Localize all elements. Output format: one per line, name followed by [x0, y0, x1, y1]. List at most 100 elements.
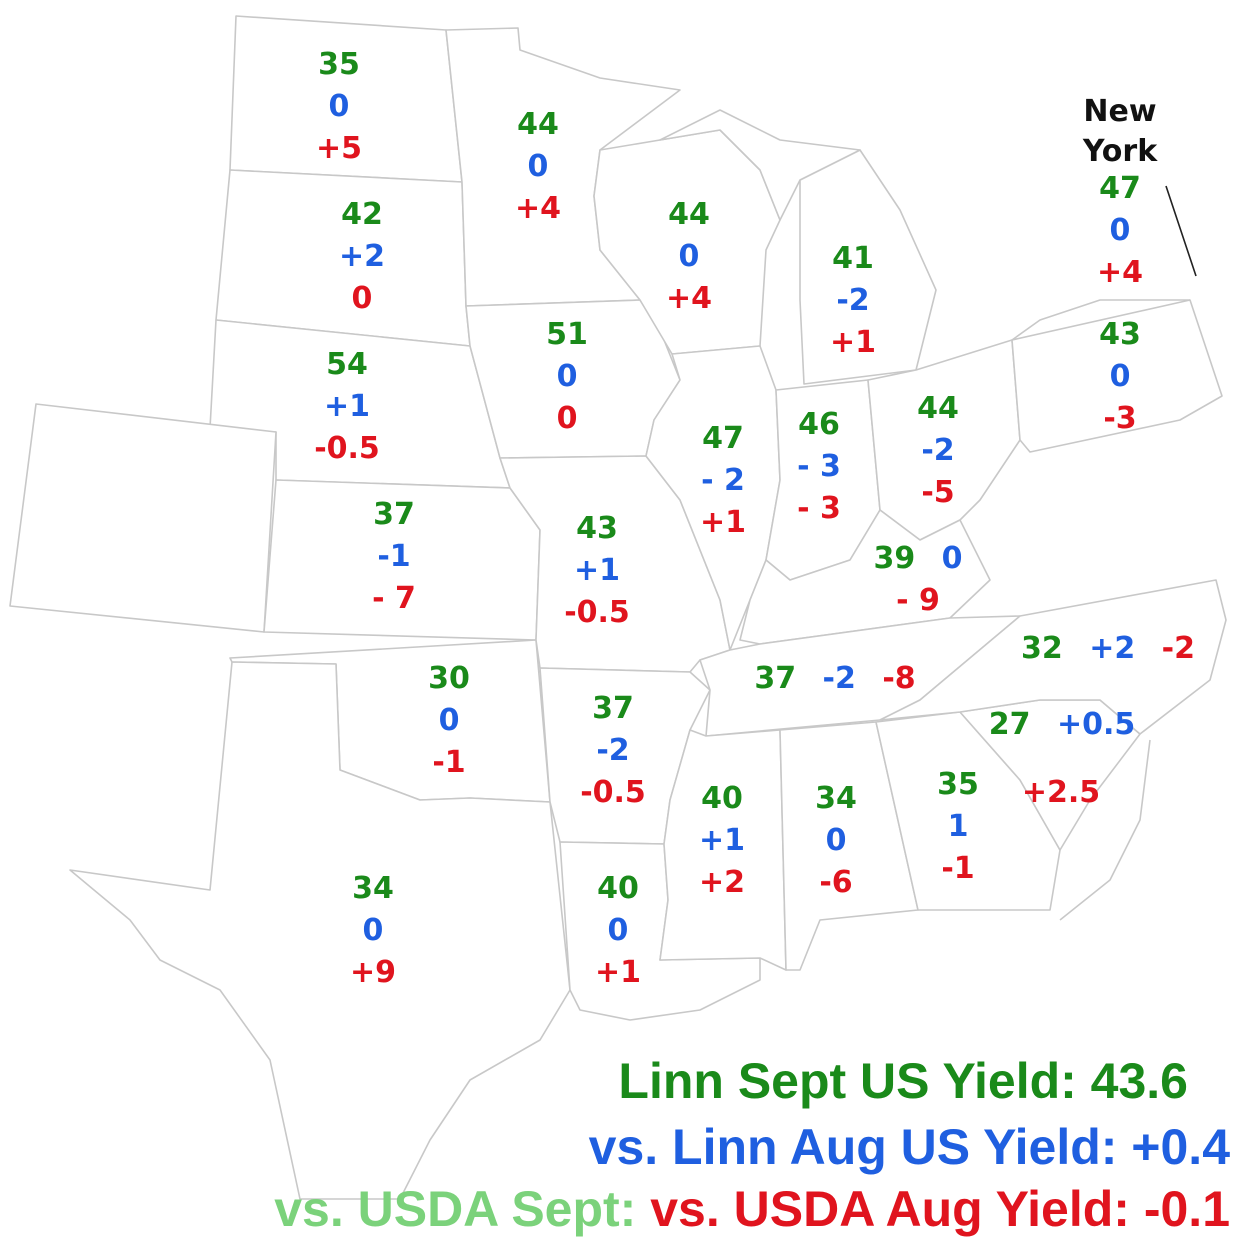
vs-aug-value: 0	[607, 913, 629, 948]
label-wisconsin: 44 0 +4	[666, 194, 712, 320]
label-mississippi: 40 +1 +2	[699, 778, 745, 904]
yield-value: 43	[1099, 317, 1141, 352]
vs-aug-value: 0	[362, 913, 384, 948]
yield-value: 42	[341, 197, 383, 232]
yield-value: 44	[917, 391, 959, 426]
vs-aug-value: 1	[947, 809, 969, 844]
yield-value: 46	[798, 407, 840, 442]
vs-aug-value: -2	[836, 283, 870, 318]
yield-map: 35 0 +5 44 0 +4 44 0 +4 42 +2 0 41 -2 +1…	[9, 15, 1230, 1237]
label-south-carolina-usda: +2.5	[1022, 772, 1100, 814]
yield-value: 32	[1021, 631, 1063, 666]
vs-aug-value: 0	[527, 149, 549, 184]
vs-usda-value: 0	[351, 281, 373, 316]
vs-usda-value: -3	[1103, 401, 1137, 436]
label-indiana: 46 - 3 - 3	[797, 404, 841, 530]
vs-aug-value: -2	[822, 661, 856, 696]
label-north-dakota: 35 0 +5	[316, 44, 362, 170]
vs-usda-value: -0.5	[564, 595, 630, 630]
label-iowa: 51 0 0	[546, 314, 588, 440]
vs-aug-value: - 3	[797, 449, 841, 484]
label-south-carolina: 27 +0.5	[981, 704, 1143, 746]
vs-aug-value: +0.5	[1056, 707, 1136, 742]
label-tennessee: 37 -2 -8	[746, 658, 923, 700]
vs-aug-value: +2	[338, 239, 386, 274]
vs-aug-value: -2	[921, 433, 955, 468]
state-colorado	[9, 403, 277, 633]
vs-usda-value: -6	[819, 865, 853, 900]
vs-aug-value: +1	[323, 389, 371, 424]
yield-value: 54	[326, 347, 368, 382]
label-pennsylvania: 43 0 -3	[1099, 314, 1141, 440]
label-kentucky: 39 0 - 9	[865, 538, 970, 622]
label-ohio: 44 -2 -5	[917, 388, 959, 514]
yield-value: 34	[815, 781, 857, 816]
vs-aug-value: 0	[328, 89, 350, 124]
vs-usda-value: -1	[432, 745, 466, 780]
vs-usda-value: - 7	[372, 581, 416, 616]
vs-usda-value: - 3	[797, 491, 841, 526]
label-kansas: 37 -1 - 7	[372, 494, 416, 620]
yield-value: 37	[373, 497, 415, 532]
vs-aug-value: +1	[573, 553, 621, 588]
vs-aug-value: - 2	[701, 463, 745, 498]
vs-aug-value: 0	[825, 823, 847, 858]
label-alabama: 34 0 -6	[815, 778, 857, 904]
state-north-carolina	[879, 579, 1227, 735]
vs-aug-value: 0	[941, 541, 963, 576]
vs-usda-value: +4	[1096, 255, 1144, 290]
vs-aug-value: 0	[678, 239, 700, 274]
label-michigan: 41 -2 +1	[830, 238, 876, 364]
state-texas	[69, 661, 571, 1200]
yield-value: 27	[988, 707, 1031, 742]
vs-usda-value: +1	[829, 325, 877, 360]
vs-usda-value: +4	[514, 191, 562, 226]
vs-usda-value: +5	[315, 131, 363, 166]
yield-value: 40	[597, 871, 639, 906]
state-wisconsin	[593, 129, 781, 355]
state-kentucky	[739, 509, 991, 645]
yield-value: 37	[754, 661, 797, 696]
state-map-outline	[9, 15, 1227, 1200]
vs-aug-value: -1	[377, 539, 411, 574]
yield-value: 44	[517, 107, 559, 142]
yield-value: 39	[873, 541, 916, 576]
vs-usda-value: +9	[349, 955, 397, 990]
vs-aug-value: +2	[1089, 631, 1136, 666]
vs-usda-value: -0.5	[314, 431, 380, 466]
label-oklahoma: 30 0 -1	[428, 658, 470, 784]
vs-usda-value: +4	[665, 281, 713, 316]
label-missouri: 43 +1 -0.5	[564, 508, 630, 634]
summary-linn-sept-yield: Linn Sept US Yield: 43.6	[618, 1053, 1188, 1109]
yield-value: 35	[318, 47, 360, 82]
vs-aug-value: 0	[438, 703, 460, 738]
yield-value: 40	[701, 781, 743, 816]
summary-vs-usda-sept: vs. USDA Sept:	[274, 1181, 637, 1237]
new-york-leader-line	[1165, 185, 1197, 277]
summary-vs-usda-aug: vs. USDA Aug Yield: -0.1	[650, 1181, 1230, 1237]
label-north-carolina: 32 +2 -2	[1013, 628, 1203, 670]
label-texas: 34 0 +9	[350, 868, 396, 994]
yield-value: 44	[668, 197, 710, 232]
label-arkansas: 37 -2 -0.5	[580, 688, 646, 814]
label-illinois: 47 - 2 +1	[700, 418, 746, 544]
yield-value: 51	[546, 317, 588, 352]
state-name: New York	[1082, 94, 1158, 169]
vs-usda-value: +1	[699, 505, 747, 540]
yield-value: 47	[702, 421, 744, 456]
summary-vs-linn-aug: vs. Linn Aug US Yield: +0.4	[588, 1119, 1230, 1175]
yield-value: 43	[576, 511, 618, 546]
label-minnesota: 44 0 +4	[515, 104, 561, 230]
vs-usda-value: -5	[921, 475, 955, 510]
vs-usda-value: - 9	[896, 583, 940, 618]
state-michigan-upper	[659, 109, 861, 221]
label-louisiana: 40 0 +1	[595, 868, 641, 994]
yield-value: 41	[832, 241, 874, 276]
yield-value: 30	[428, 661, 470, 696]
yield-value: 34	[352, 871, 394, 906]
label-new-york: 47 0 +4	[1097, 168, 1143, 294]
vs-usda-value: +1	[594, 955, 642, 990]
state-michigan	[799, 149, 937, 385]
label-nebraska: 54 +1 -0.5	[314, 344, 380, 470]
vs-aug-value: 0	[556, 359, 578, 394]
